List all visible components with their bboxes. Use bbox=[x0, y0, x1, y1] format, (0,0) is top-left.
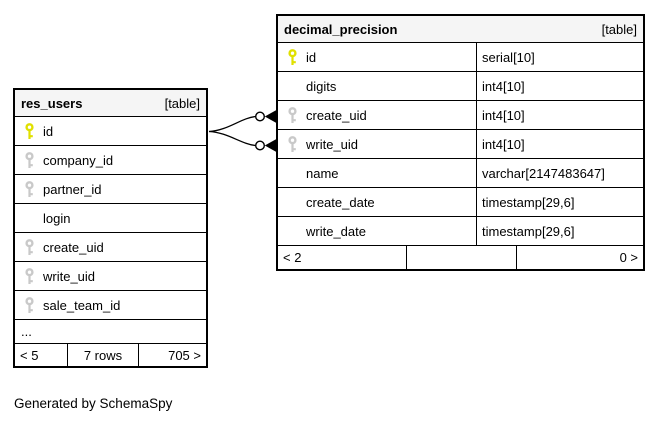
hidden-children-count: 705 > bbox=[138, 344, 206, 366]
index-key-icon bbox=[24, 238, 35, 256]
ellipsis-label: ... bbox=[21, 324, 32, 339]
column-row-write-uid: write_uid int4[10] bbox=[278, 130, 643, 159]
column-row-create-uid: create_uid int4[10] bbox=[278, 101, 643, 130]
column-name: create_uid bbox=[43, 239, 104, 255]
column-type: timestamp[29,6] bbox=[482, 194, 575, 210]
column-name: id bbox=[43, 123, 54, 139]
index-key-icon bbox=[287, 135, 298, 153]
primary-key-icon bbox=[24, 122, 35, 140]
column-name: name bbox=[306, 165, 339, 181]
index-key-icon bbox=[24, 296, 35, 314]
column-row-company-id: company_id bbox=[15, 146, 206, 175]
primary-key-icon bbox=[287, 48, 298, 66]
column-row-id: id bbox=[15, 117, 206, 146]
column-row-login: login bbox=[15, 204, 206, 233]
table-type-badge: [table] bbox=[601, 21, 637, 37]
column-row-partner-id: partner_id bbox=[15, 175, 206, 204]
column-name: write_uid bbox=[306, 136, 359, 152]
column-name: company_id bbox=[43, 152, 114, 168]
column-name: write_date bbox=[306, 223, 366, 239]
column-row-create-uid: create_uid bbox=[15, 233, 206, 262]
table-node-decimal-precision[interactable]: decimal_precision [table] id serial[10] … bbox=[276, 14, 645, 271]
column-type: serial[10] bbox=[482, 49, 535, 65]
relationship-res-users-id-to-write-uid bbox=[208, 130, 276, 152]
row-count bbox=[406, 246, 516, 269]
index-key-icon bbox=[24, 151, 35, 169]
column-row-write-date: write_date timestamp[29,6] bbox=[278, 217, 643, 246]
column-type: varchar[2147483647] bbox=[482, 165, 605, 181]
zero-or-one-circle-icon bbox=[254, 111, 265, 122]
table-type-badge: [table] bbox=[164, 95, 200, 111]
relationship-res-users-id-to-create-uid bbox=[208, 110, 276, 133]
table-header-decimal-precision[interactable]: decimal_precision [table] bbox=[278, 16, 643, 43]
column-type: int4[10] bbox=[482, 107, 525, 123]
column-name: digits bbox=[306, 78, 337, 94]
column-row-sale-team-id: sale_team_id bbox=[15, 291, 206, 320]
table-footer-decimal-precision: < 2 0 > bbox=[278, 246, 643, 269]
generated-by-credit: Generated by SchemaSpy bbox=[14, 396, 173, 411]
table-footer-res-users: < 5 7 rows 705 > bbox=[15, 344, 206, 366]
table-name: res_users bbox=[21, 95, 83, 111]
hidden-parents-count: < 2 bbox=[283, 250, 302, 265]
column-name: id bbox=[306, 49, 317, 65]
index-key-icon bbox=[24, 267, 35, 285]
column-row-write-uid: write_uid bbox=[15, 262, 206, 291]
column-name: partner_id bbox=[43, 181, 102, 197]
column-name: write_uid bbox=[43, 268, 96, 284]
column-type: int4[10] bbox=[482, 136, 525, 152]
column-type: int4[10] bbox=[482, 78, 525, 94]
column-row-create-date: create_date timestamp[29,6] bbox=[278, 188, 643, 217]
column-name: create_date bbox=[306, 194, 375, 210]
arrowhead-icon bbox=[264, 110, 276, 123]
table-header-res-users[interactable]: res_users [table] bbox=[15, 90, 206, 117]
table-node-res-users[interactable]: res_users [table] id company_id partner_… bbox=[13, 88, 208, 368]
column-row-id: id serial[10] bbox=[278, 43, 643, 72]
column-name: create_uid bbox=[306, 107, 367, 123]
hidden-children-count: 0 > bbox=[516, 246, 643, 269]
zero-or-one-circle-icon bbox=[254, 140, 265, 151]
column-row-digits: digits int4[10] bbox=[278, 72, 643, 101]
column-type: timestamp[29,6] bbox=[482, 223, 575, 239]
column-name: login bbox=[43, 210, 71, 226]
index-key-icon bbox=[287, 106, 298, 124]
row-count: 7 rows bbox=[67, 344, 138, 366]
column-name: sale_team_id bbox=[43, 297, 121, 313]
hidden-columns-ellipsis: ... bbox=[15, 320, 206, 344]
index-key-icon bbox=[24, 180, 35, 198]
column-row-name: name varchar[2147483647] bbox=[278, 159, 643, 188]
arrowhead-icon bbox=[264, 139, 276, 152]
hidden-parents-count: < 5 bbox=[20, 347, 39, 363]
table-name: decimal_precision bbox=[284, 21, 398, 37]
